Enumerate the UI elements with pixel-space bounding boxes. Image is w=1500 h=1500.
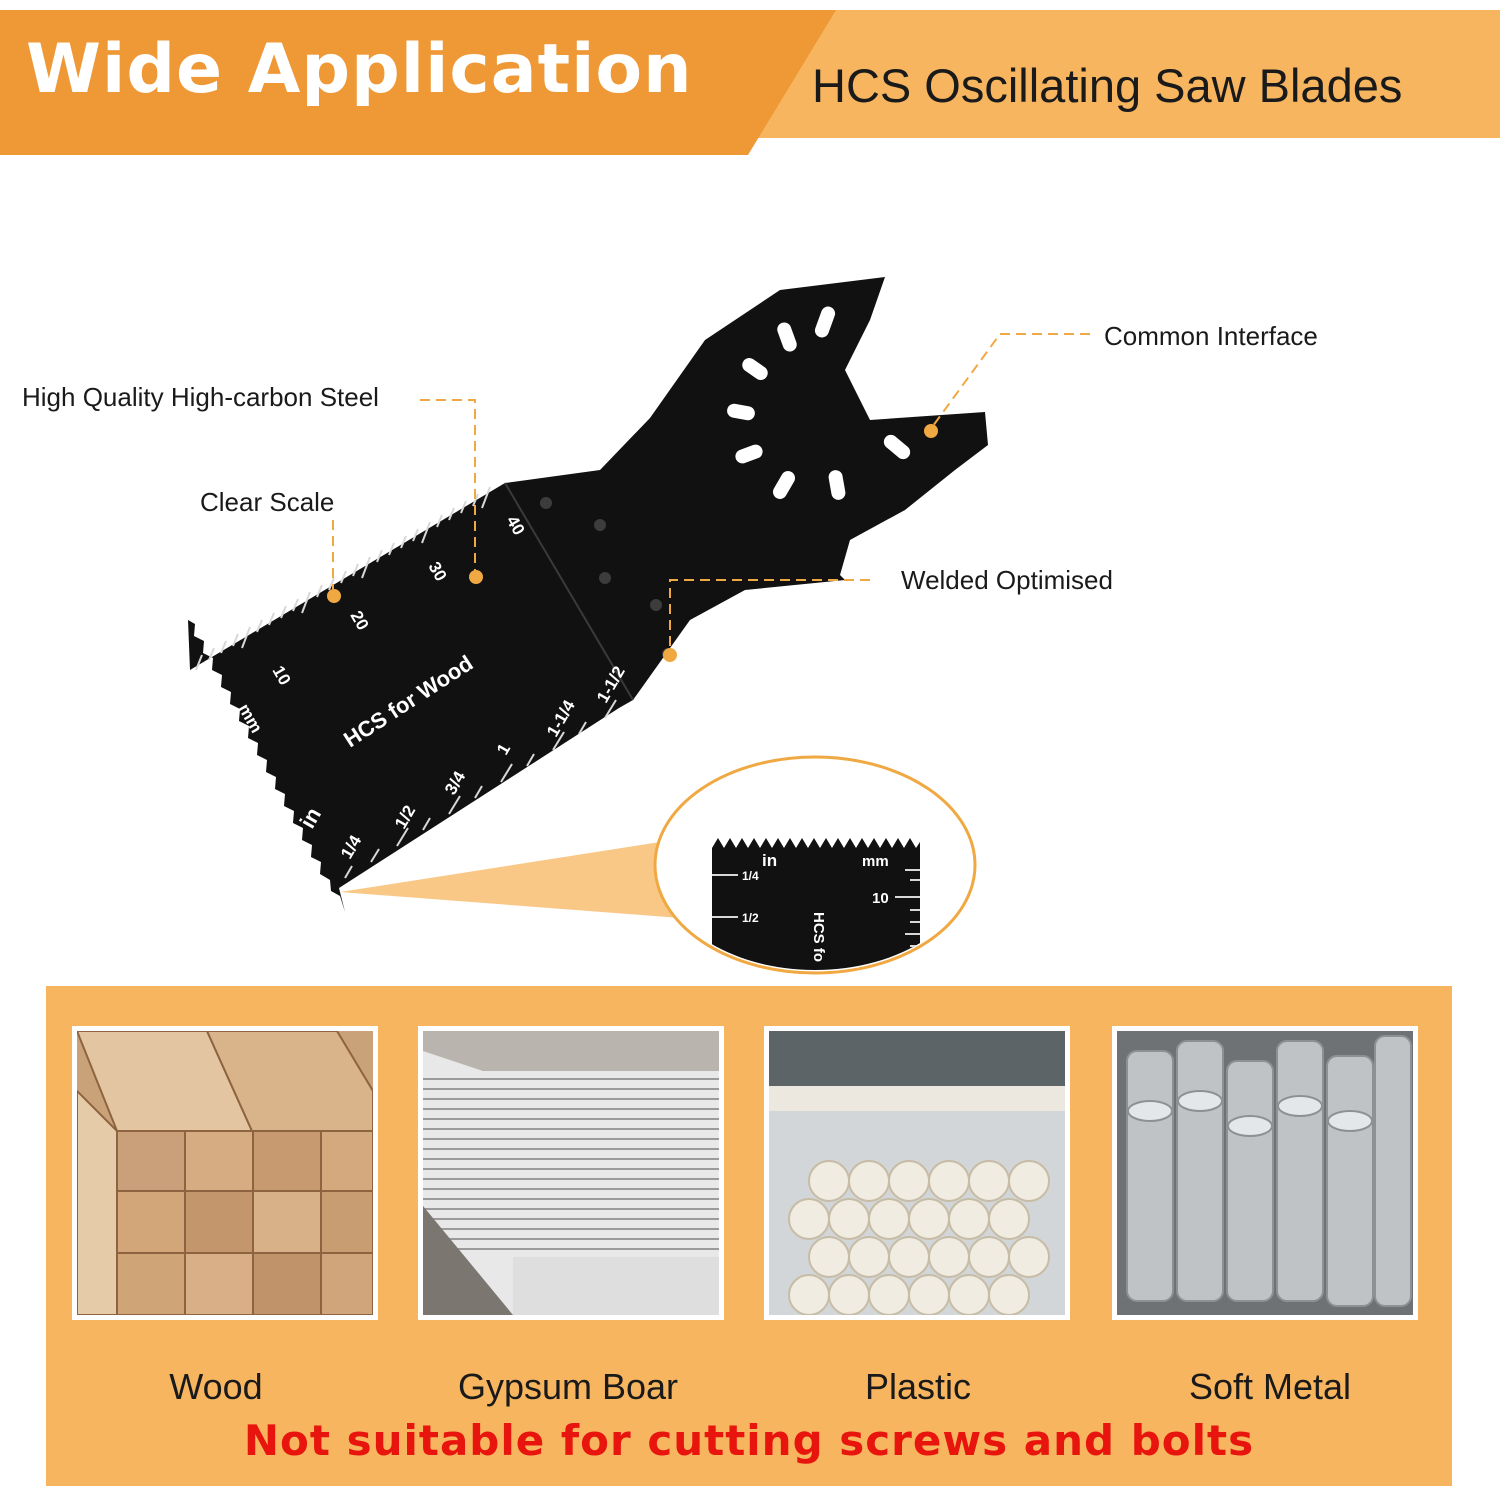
zoom-detail: in mm 10 1/4 1/2 HCS fo bbox=[653, 755, 977, 975]
steel-leader bbox=[420, 399, 476, 575]
callout-steel: High Quality High-carbon Steel bbox=[22, 382, 379, 412]
zoom-in-1-4: 1/4 bbox=[742, 869, 759, 883]
blade-body bbox=[188, 277, 988, 912]
callout-leaders bbox=[332, 333, 1090, 652]
banner-left-band bbox=[0, 10, 836, 155]
saw-blade: mm 10 20 30 40 in 1/4 1/2 3/4 1 1-1/4 1-… bbox=[188, 277, 988, 912]
zoom-in-label: in bbox=[762, 851, 777, 870]
material-label-gypsum: Gypsum Boar bbox=[457, 1366, 679, 1407]
material-card-gypsum bbox=[418, 1026, 724, 1320]
plastic-pipes-image bbox=[769, 1031, 1065, 1315]
wood-stack-image bbox=[77, 1031, 373, 1315]
weld-seam bbox=[504, 482, 634, 701]
zoom-in-1-2: 1/2 bbox=[742, 911, 759, 925]
saw-blade-illustration: mm 10 20 30 40 in 1/4 1/2 3/4 1 1-1/4 1-… bbox=[188, 277, 1090, 975]
banner-background bbox=[0, 10, 1500, 155]
mounting-interface bbox=[727, 306, 911, 500]
callout-dots bbox=[327, 424, 938, 662]
metal-ducts-image bbox=[1117, 1031, 1413, 1315]
material-label-plastic: Plastic bbox=[864, 1366, 972, 1407]
zoom-mm-value: 10 bbox=[872, 890, 889, 907]
header-banner: Wide Application HCS Oscillating Saw Bla… bbox=[0, 0, 1500, 160]
warning-text: Not suitable for cutting screws and bolt… bbox=[243, 1416, 1255, 1465]
material-card-plastic bbox=[764, 1026, 1070, 1320]
gypsum-boards-image bbox=[423, 1031, 719, 1315]
callout-interface: Common Interface bbox=[1104, 321, 1318, 351]
zoom-brand-text: HCS fo bbox=[810, 912, 827, 962]
material-label-metal: Soft Metal bbox=[1188, 1366, 1352, 1407]
blade-diagram: mm 10 20 30 40 in 1/4 1/2 3/4 1 1-1/4 1-… bbox=[0, 160, 1500, 980]
zoom-mm-label: mm bbox=[862, 853, 889, 870]
material-card-wood bbox=[72, 1026, 378, 1320]
welded-leader bbox=[669, 579, 870, 652]
mm-scale-ticks bbox=[195, 486, 491, 671]
interface-leader bbox=[929, 333, 1090, 431]
callout-scale: Clear Scale bbox=[200, 487, 335, 517]
material-card-metal bbox=[1112, 1026, 1418, 1320]
page-title: Wide Application bbox=[26, 30, 693, 109]
page-subtitle: HCS Oscillating Saw Blades bbox=[812, 59, 1403, 112]
zoom-beam bbox=[340, 842, 680, 918]
callout-welded: Welded Optimised bbox=[901, 565, 1113, 595]
materials-panel: Wood Gypsum Boar Plastic Soft Metal Not … bbox=[46, 986, 1452, 1486]
material-label-wood: Wood bbox=[169, 1366, 263, 1407]
inch-scale-ticks bbox=[344, 699, 617, 879]
